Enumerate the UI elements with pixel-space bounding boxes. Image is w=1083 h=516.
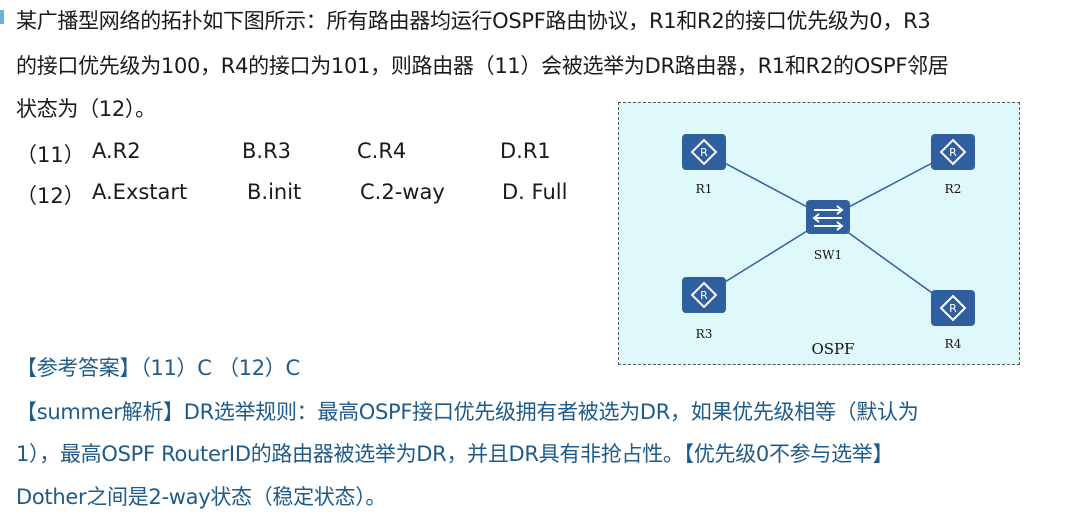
- question-line-3: 状态为（12）。: [16, 97, 156, 121]
- router-label-r3: R3: [696, 327, 713, 341]
- switch-label: SW1: [814, 248, 842, 262]
- router-label-r1: R1: [696, 182, 713, 196]
- ospf-area-label: OSPF: [811, 340, 854, 358]
- q12-option-b: B.init: [247, 180, 302, 204]
- q11-option-b: B.R3: [242, 139, 292, 163]
- router-icon-r2: R: [931, 134, 975, 170]
- q12-option-d: D. Full: [502, 180, 568, 204]
- svg-text:R: R: [700, 146, 708, 159]
- q11-prefix: （11）: [16, 143, 85, 167]
- svg-text:R: R: [949, 302, 957, 315]
- router-icon-r4: R: [931, 290, 975, 326]
- svg-text:R: R: [949, 146, 957, 159]
- q12-option-c: C.2-way: [360, 180, 445, 204]
- analysis-line-2: 1），最高OSPF RouterID的路由器被选举为DR，并且DR具有非抢占性。…: [16, 442, 894, 466]
- router-icon-r3: R: [682, 277, 726, 313]
- question-line-2: 的接口优先级为100，R4的接口为101，则路由器（11）会被选举为DR路由器，…: [16, 54, 949, 78]
- analysis-line-3: Dother之间是2-way状态（稳定状态）。: [16, 485, 387, 509]
- svg-text:R: R: [700, 289, 708, 302]
- network-topology-diagram: R R R R SW1 R1 R2 R3 R4 OSPF: [618, 102, 1020, 365]
- question-line-1: 某广播型网络的拓扑如下图所示：所有路由器均运行OSPF路由协议，R1和R2的接口…: [16, 9, 931, 33]
- q11-option-d: D.R1: [500, 139, 551, 163]
- q12-option-a: A.Exstart: [92, 180, 188, 204]
- paragraph-marker: [0, 10, 4, 24]
- router-icon-r1: R: [682, 134, 726, 170]
- q11-option-a: A.R2: [92, 139, 141, 163]
- q11-option-c: C.R4: [357, 139, 407, 163]
- switch-icon: [806, 200, 850, 234]
- router-label-r2: R2: [945, 182, 962, 196]
- analysis-line-1: 【summer解析】DR选举规则：最高OSPF接口优先级拥有者被选为DR，如果优…: [16, 400, 919, 424]
- q12-prefix: （12）: [16, 184, 85, 208]
- router-label-r4: R4: [945, 337, 962, 351]
- answer-line: 【参考答案】（11）C （12）C: [16, 356, 300, 380]
